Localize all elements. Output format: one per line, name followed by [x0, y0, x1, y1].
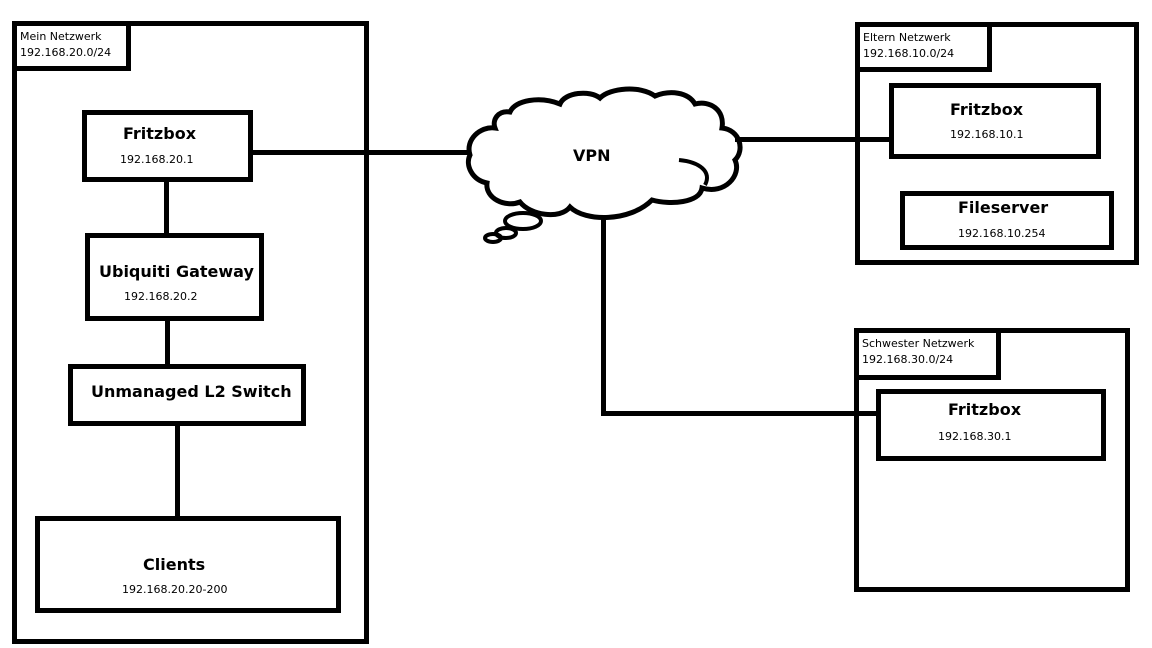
network-mein-label: Mein Netzwerk: [20, 30, 102, 43]
device-ip: 192.168.10.1: [950, 128, 1024, 141]
network-eltern-label: Eltern Netzwerk: [863, 31, 951, 44]
device-mein-fritzbox[interactable]: Fritzbox 192.168.20.1: [82, 110, 253, 182]
device-ip: 192.168.20.2: [124, 290, 198, 303]
network-mein-subnet: 192.168.20.0/24: [20, 46, 112, 59]
link-vpn-eltern: [735, 137, 892, 142]
cloud-shape: [465, 86, 743, 220]
device-ip: 192.168.20.1: [120, 153, 194, 166]
device-name: Unmanaged L2 Switch: [91, 382, 292, 401]
network-eltern: [855, 22, 1139, 265]
network-schwester-tag: Schwester Netzwerk 192.168.30.0/24: [854, 328, 1001, 380]
device-unmanaged-switch[interactable]: Unmanaged L2 Switch: [68, 364, 306, 426]
network-schwester-subnet: 192.168.30.0/24: [862, 353, 954, 366]
device-schwester-fritzbox[interactable]: Fritzbox 192.168.30.1: [876, 389, 1106, 461]
cloud-inner-arc: [678, 158, 709, 186]
link-fritzbox-vpn: [250, 150, 472, 155]
device-ubiquiti-gateway[interactable]: Ubiquiti Gateway 192.168.20.2: [85, 233, 264, 321]
device-ip: 192.168.10.254: [958, 227, 1046, 240]
device-name: Fritzbox: [950, 100, 1024, 119]
device-name: Ubiquiti Gateway: [99, 262, 254, 281]
device-ip: 192.168.30.1: [938, 430, 1012, 443]
cloud-bubble-small: [483, 232, 503, 244]
network-schwester-label: Schwester Netzwerk: [862, 337, 975, 350]
network-mein: [12, 21, 369, 644]
device-name: Fritzbox: [948, 400, 1022, 419]
network-mein-tag: Mein Netzwerk 192.168.20.0/24: [12, 21, 131, 71]
link-gateway-switch: [165, 317, 170, 367]
link-vpn-down: [601, 217, 606, 415]
device-name: Clients: [143, 555, 206, 574]
device-name: Fileserver: [958, 198, 1049, 217]
device-fileserver[interactable]: Fileserver 192.168.10.254: [900, 191, 1114, 250]
device-clients[interactable]: Clients 192.168.20.20-200: [35, 516, 341, 613]
device-name: Fritzbox: [123, 124, 197, 143]
link-switch-clients: [175, 423, 180, 519]
device-ip: 192.168.20.20-200: [122, 583, 228, 596]
device-eltern-fritzbox[interactable]: Fritzbox 192.168.10.1: [889, 83, 1101, 159]
vpn-label: VPN: [573, 146, 611, 165]
cloud-bubble-large: [503, 211, 543, 231]
link-vpn-schwester: [601, 411, 881, 416]
network-eltern-subnet: 192.168.10.0/24: [863, 47, 955, 60]
network-eltern-tag: Eltern Netzwerk 192.168.10.0/24: [855, 22, 992, 72]
link-fritzbox-gateway: [164, 178, 169, 236]
